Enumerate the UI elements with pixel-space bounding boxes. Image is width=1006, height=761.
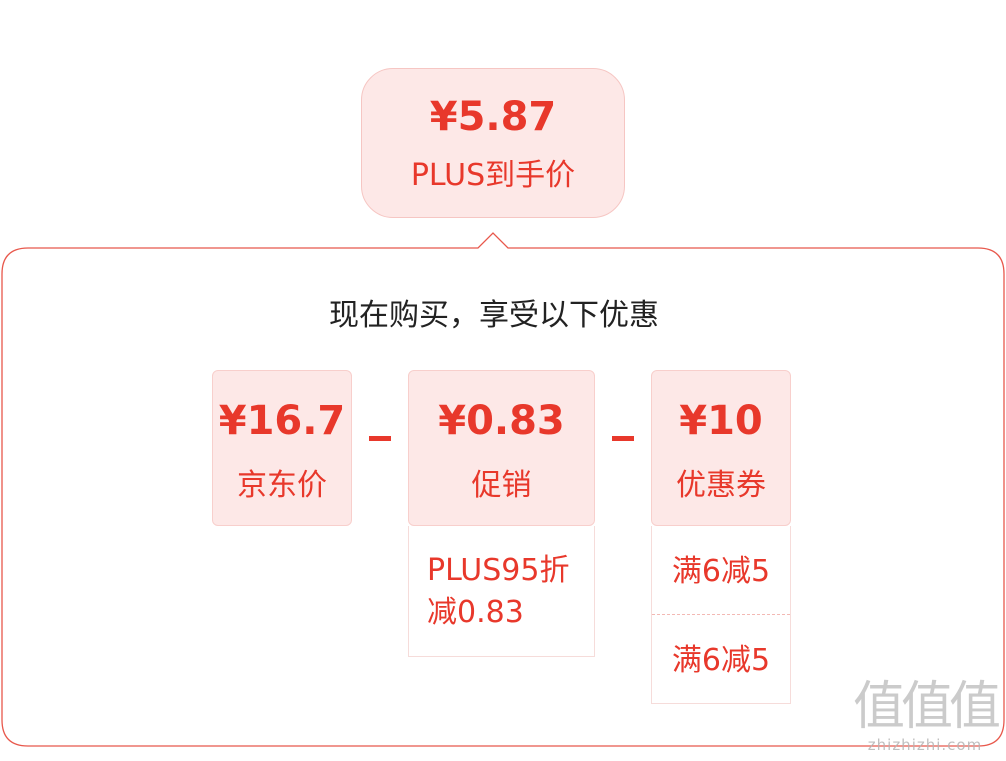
final-price-bubble: ¥5.87 PLUS到手价 — [361, 68, 625, 218]
promotion-detail: PLUS95折减0.83 — [408, 526, 595, 657]
watermark-domain: zhizhizhi.com — [867, 736, 983, 754]
coupon-divider — [652, 614, 790, 615]
coupon-value: ¥10 — [679, 398, 763, 444]
coupon-detail-item: 满6减5 — [671, 554, 771, 589]
minus-operator-2 — [612, 436, 634, 441]
jd-price-value: ¥16.7 — [218, 398, 346, 444]
panel-title: 现在购买，享受以下优惠 — [329, 298, 659, 333]
site-watermark: 值值值 zhizhizhi.com — [850, 677, 1001, 754]
promotion-label: 促销 — [471, 468, 532, 503]
watermark-logo: 值值值 — [852, 677, 1001, 737]
coupon-detail-item: 满6减5 — [671, 643, 771, 678]
coupon-label: 优惠券 — [676, 468, 766, 503]
coupon-box: ¥10 优惠券 — [651, 370, 791, 526]
final-price-label: PLUS到手价 — [410, 158, 576, 193]
promotion-value: ¥0.83 — [438, 398, 565, 444]
minus-operator-1 — [369, 436, 391, 441]
promotion-box: ¥0.83 促销 — [408, 370, 595, 526]
coupon-detail: 满6减5 满6减5 — [651, 526, 791, 704]
jd-price-label: 京东价 — [237, 468, 327, 503]
jd-price-box: ¥16.7 京东价 — [212, 370, 352, 526]
final-price: ¥5.87 — [429, 94, 557, 140]
